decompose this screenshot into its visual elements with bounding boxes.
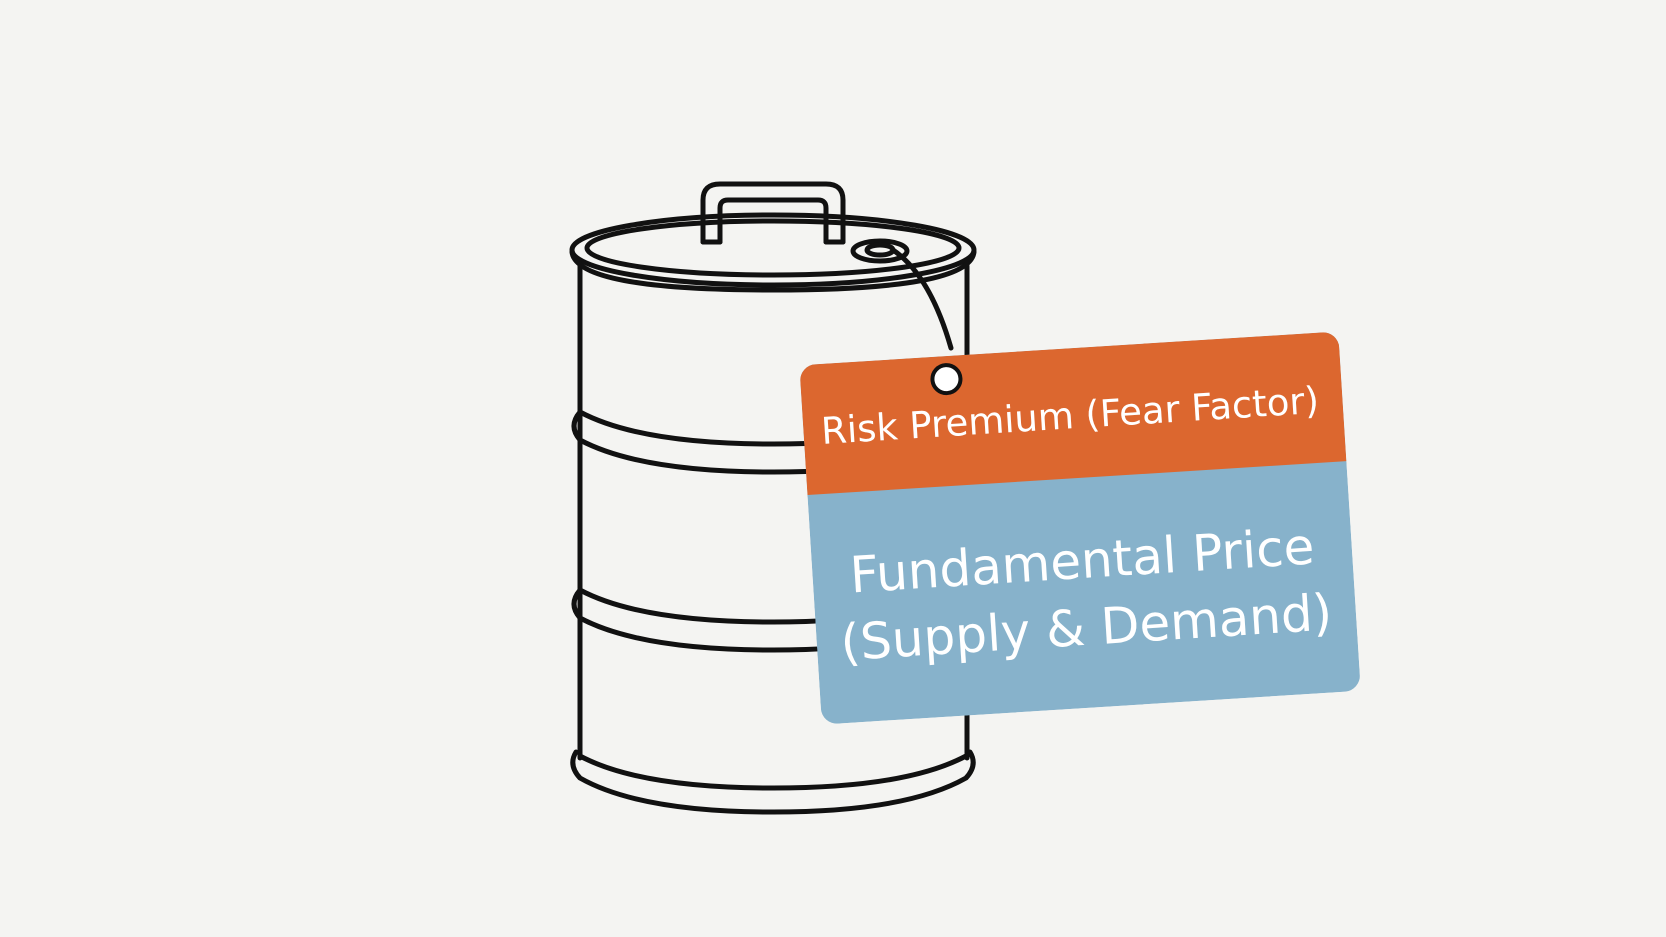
tag-string-icon xyxy=(890,247,954,351)
oil-barrel-icon xyxy=(569,181,977,815)
price-tag: Risk Premium (Fear Factor) Fundamental P… xyxy=(799,331,1361,725)
tag-eyelet xyxy=(930,363,963,396)
